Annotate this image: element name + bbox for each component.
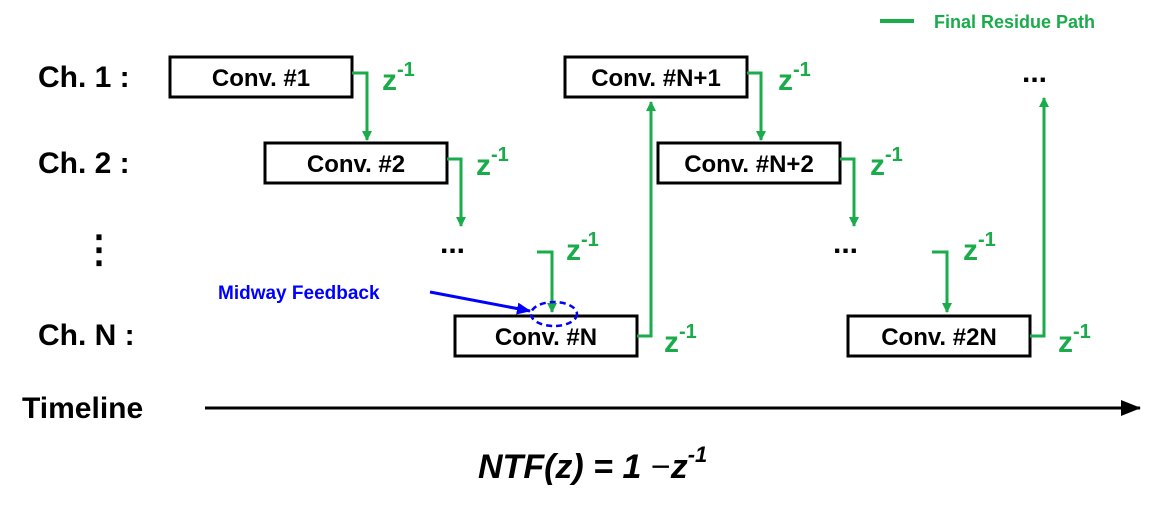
ellipsis-ch-1-end: ...	[1022, 56, 1047, 89]
delay-label-5: z-1	[778, 59, 811, 97]
converter-box-1	[168, 55, 354, 99]
converter-box-n	[453, 314, 639, 358]
converter-box-2	[263, 141, 449, 185]
converter-label-2: Conv. #2	[307, 151, 405, 178]
midway-feedback-label: Midway Feedback	[218, 283, 380, 304]
delay-label-4: z-1	[664, 321, 697, 359]
delay-label-3: z-1	[566, 229, 599, 267]
delay-label-6: z-1	[870, 144, 903, 182]
delay-label-1: z-1	[382, 59, 415, 97]
residue-path-n-plus-2-to-dots	[840, 157, 859, 227]
delay-label-8: z-1	[1058, 321, 1091, 359]
channel-label-n: Ch. N :	[38, 319, 135, 352]
converter-label-n-plus-1: Conv. #N+1	[591, 65, 721, 92]
residue-path-n-plus-1-to-n-plus-2	[747, 71, 766, 141]
ellipsis-ch-mid-1: ...	[440, 227, 465, 260]
ellipsis-ch-mid-2: ...	[833, 227, 858, 260]
delay-label-2: z-1	[476, 144, 509, 182]
channel-label-2: Ch. 2 :	[38, 147, 130, 180]
residue-path-n-to-n-plus-1	[637, 101, 656, 338]
residue-path-dots-to-n	[537, 250, 557, 313]
converter-label-n: Conv. #N	[495, 324, 597, 351]
legend-label: Final Residue Path	[934, 12, 1095, 32]
converter-label-2n: Conv. #2N	[881, 324, 997, 351]
converter-box-n-plus-1	[563, 55, 749, 99]
residue-path-dots-to-2n	[932, 250, 952, 313]
residue-path-2n-onward	[1030, 97, 1049, 338]
ntf-formula: NTF(z) = 1 −z-1	[478, 442, 707, 486]
channel-label-1: Ch. 1 :	[38, 61, 130, 94]
converter-box-n-plus-2	[656, 141, 842, 185]
residue-path-1-to-2	[352, 71, 372, 141]
converter-label-n-plus-2: Conv. #N+2	[684, 151, 814, 178]
channel-vertical-dots: ⋮	[80, 229, 118, 271]
midway-feedback-arrow	[429, 290, 531, 315]
timeline-label: Timeline	[22, 392, 143, 425]
residue-path-2-to-dots	[447, 157, 466, 227]
converter-label-1: Conv. #1	[212, 65, 310, 92]
midway-feedback-marker	[529, 300, 579, 328]
delay-label-7: z-1	[963, 229, 996, 267]
